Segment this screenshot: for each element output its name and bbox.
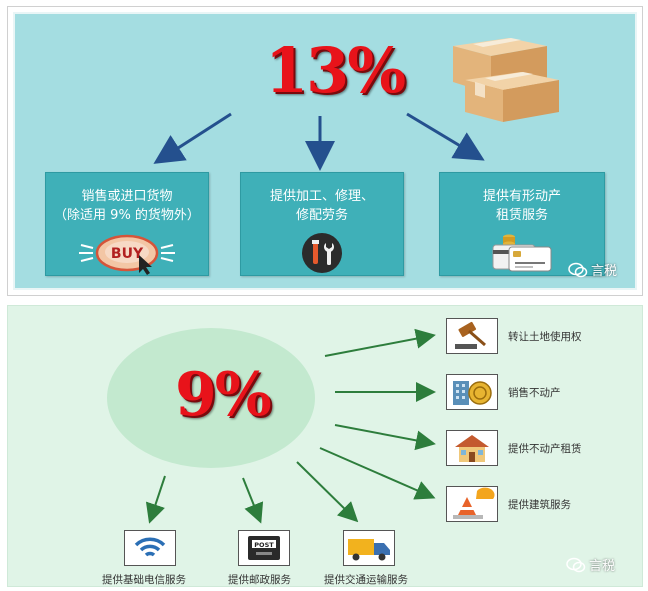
package-boxes-icon [453,38,559,122]
property-lease-label: 提供不动产租赁 [508,443,582,455]
land-use-icon-box [446,318,498,354]
cards-coins-icon [492,234,552,272]
arrow-to-goods [153,112,232,164]
transport-label: 提供交通运输服务 [324,574,408,586]
wechat-icon [568,262,588,277]
house-icon [455,435,489,462]
arrow-to-leasing [406,112,485,161]
property-sale-icon-box [446,374,498,410]
category-leasing-box: 提供有形动产 租赁服务 [439,172,605,276]
arrow-to-postal [242,477,264,524]
property-sale-label: 销售不动产 [508,387,561,399]
arrow-to-transport [296,461,359,523]
telecom-icon-box [124,530,176,566]
mailbox-icon: POST [248,536,280,560]
category-leasing-line2: 租赁服务 [495,208,548,223]
svg-text:POST: POST [254,541,274,549]
watermark-bottom-text: 言税 [589,559,616,574]
land-use-label: 转让土地使用权 [508,331,582,343]
buy-button-icon: BUY [79,234,175,275]
arrow-to-lease-property [334,424,436,451]
category-goods-line1: 销售或进口货物 [81,189,173,204]
building-coin-icon [453,381,492,405]
arrow-to-land [324,328,436,357]
telecom-label: 提供基础电信服务 [102,574,186,586]
category-goods-line2: （除适用 9% 的货物外） [54,208,200,223]
property-lease-icon-box [446,430,498,466]
postal-icon-box: POST [238,530,290,566]
construction-icon [453,487,495,519]
watermark-top: 言税 [568,260,617,279]
category-processing-line2: 修配劳务 [295,208,348,223]
truck-icon [348,539,390,561]
construction-icon-box [446,486,498,522]
wifi-icon [134,537,166,557]
construction-label: 提供建筑服务 [508,499,571,511]
arrow-to-construction [319,447,436,500]
rate-13-title: 13% [265,34,406,107]
rate-13-section: 13% 销售或进口货物 （除适用 9% 的货物外） [13,12,637,290]
category-leasing-line1: 提供有形动产 [482,189,561,204]
wrench-screwdriver-icon [302,233,342,273]
watermark-bottom: 言税 [566,555,615,574]
transport-icon-box [343,530,395,566]
gavel-icon [455,321,486,349]
rate-13-arrows [153,112,485,171]
category-processing-box: 提供加工、修理、 修配劳务 [240,172,404,276]
postal-label: 提供邮政服务 [228,574,291,586]
svg-text:BUY: BUY [111,246,144,262]
category-goods-box: 销售或进口货物 （除适用 9% 的货物外） BUY [45,172,209,276]
arrow-to-telecom [145,475,166,524]
category-processing-line1: 提供加工、修理、 [269,189,374,204]
watermark-top-text: 言税 [591,264,618,279]
rate-9-section [7,305,643,587]
rate-9-circle [107,328,315,468]
rate-9-title: 9% [175,360,272,430]
wechat-icon [566,557,586,572]
